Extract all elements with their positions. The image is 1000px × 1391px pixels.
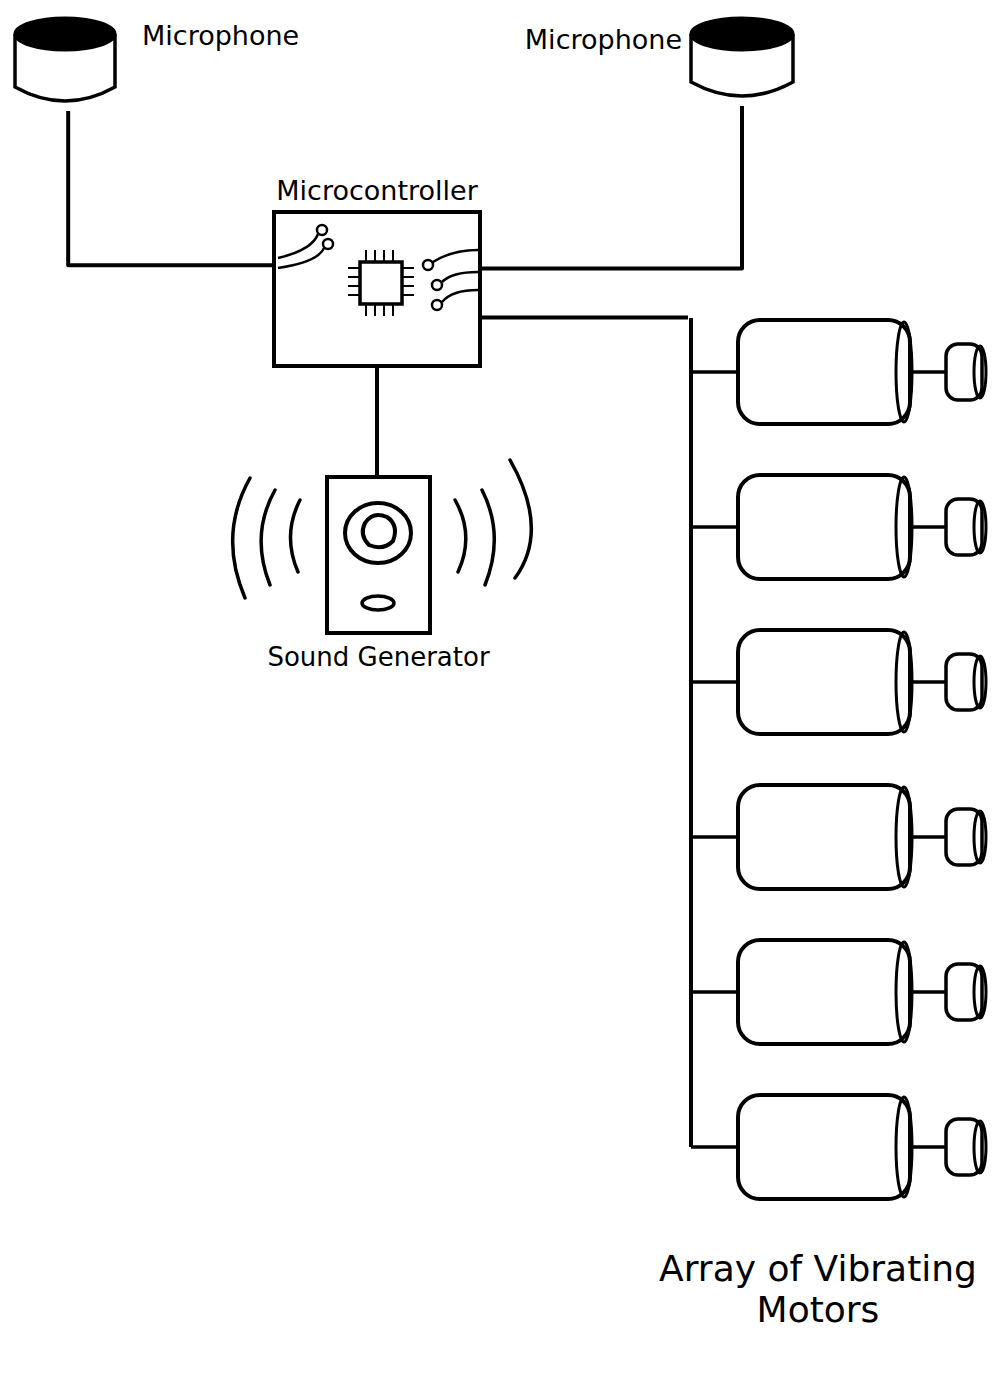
microphone-label: Microphone bbox=[525, 24, 682, 55]
microphone: Microphone bbox=[12, 14, 118, 111]
microcontroller-label: Microcontroller bbox=[276, 175, 477, 206]
motor-array-label: Array of Vibrating Motors bbox=[648, 1248, 988, 1331]
wire bbox=[482, 315, 688, 319]
wire bbox=[482, 106, 742, 268]
microcontroller-board-outline bbox=[272, 210, 482, 368]
microphone-label: Microphone bbox=[142, 20, 299, 51]
microphone: Microphone bbox=[688, 14, 796, 106]
wire bbox=[68, 111, 272, 265]
vibrating-motor-array-outline bbox=[688, 310, 998, 1200]
microphone-outline bbox=[688, 14, 796, 106]
sound-generator: Sound Generator bbox=[325, 475, 432, 635]
microphone-outline bbox=[12, 14, 118, 111]
sound-generator-label: Sound Generator bbox=[267, 643, 489, 673]
vibrating-motor-array: Array of Vibrating Motors bbox=[688, 310, 998, 1200]
sound-generator-outline bbox=[325, 475, 432, 635]
microcontroller-board: Microcontroller bbox=[272, 210, 482, 368]
wire bbox=[375, 368, 379, 475]
